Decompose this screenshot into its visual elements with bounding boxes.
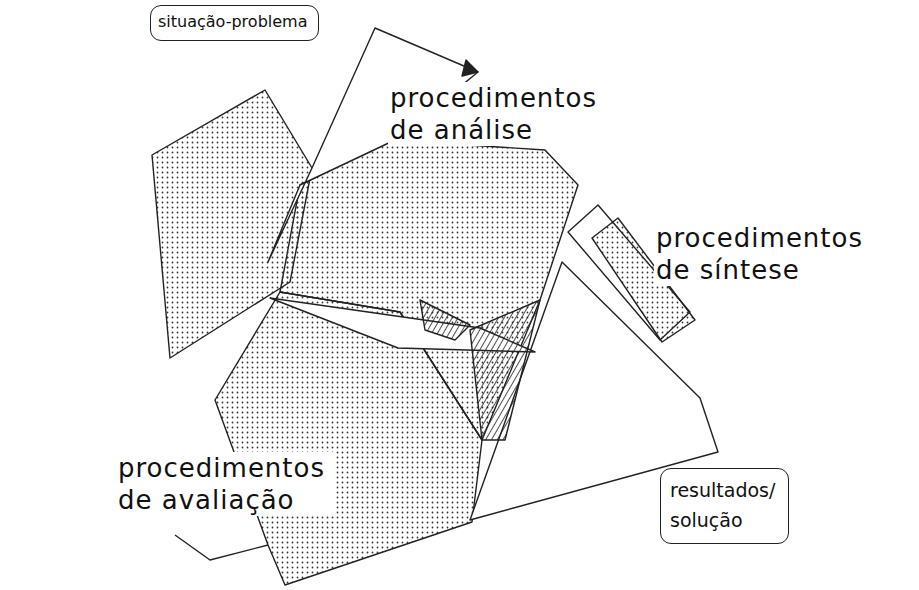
stage-label: procedimentos de análise — [388, 82, 607, 146]
fold-line — [175, 535, 268, 560]
stage-label: procedimentos de síntese — [654, 222, 898, 286]
dotted-panel — [152, 90, 312, 358]
hatched-fold — [420, 300, 470, 340]
node-text: situação-problema — [158, 10, 311, 34]
rounded-box: situação-problema — [150, 5, 319, 41]
rounded-box: resultados/ solução — [660, 468, 789, 544]
arrowhead — [462, 60, 478, 76]
hatched-fold — [470, 300, 540, 440]
node-text: resultados/ solução — [670, 475, 775, 535]
dotted-panel — [215, 292, 482, 585]
stage-label: procedimentos de avaliação — [116, 452, 335, 516]
